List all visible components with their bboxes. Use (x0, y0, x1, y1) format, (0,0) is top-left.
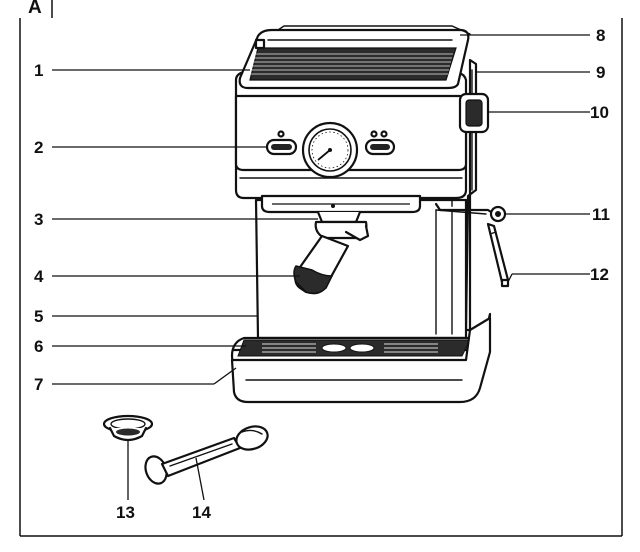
callout-7: 7 (34, 375, 43, 394)
filter-basket (102, 414, 154, 442)
callout-14: 14 (192, 503, 211, 522)
callout-6: 6 (34, 337, 43, 356)
callout-11: 11 (592, 205, 610, 224)
leader-lines (52, 34, 590, 501)
callout-1: 1 (34, 61, 43, 80)
base (230, 316, 492, 404)
callout-5: 5 (34, 307, 43, 326)
steam-control-knob[interactable] (458, 92, 490, 134)
espresso-machine (230, 25, 510, 404)
figure-letter: A (28, 0, 42, 18)
callout-12: 12 (590, 265, 609, 284)
portafilter[interactable] (293, 220, 370, 295)
steam-wand[interactable] (434, 202, 510, 288)
pressure-gauge (301, 121, 359, 179)
callout-3: 3 (34, 210, 43, 229)
callout-8: 8 (596, 26, 605, 45)
callout-labels: 1 2 3 4 5 6 7 8 9 10 11 12 13 14 (34, 26, 610, 522)
callout-10: 10 (590, 103, 609, 122)
power-indicator-icon (277, 130, 285, 138)
callout-13: 13 (116, 503, 135, 522)
single-cup-icon (370, 130, 378, 138)
frothing-nozzle (486, 222, 510, 284)
callout-4: 4 (34, 267, 44, 286)
figure-frame (19, 0, 623, 537)
callout-2: 2 (34, 138, 43, 157)
callout-9: 9 (596, 63, 605, 82)
tamper-spoon (144, 425, 269, 485)
double-cup-icon (380, 130, 388, 138)
